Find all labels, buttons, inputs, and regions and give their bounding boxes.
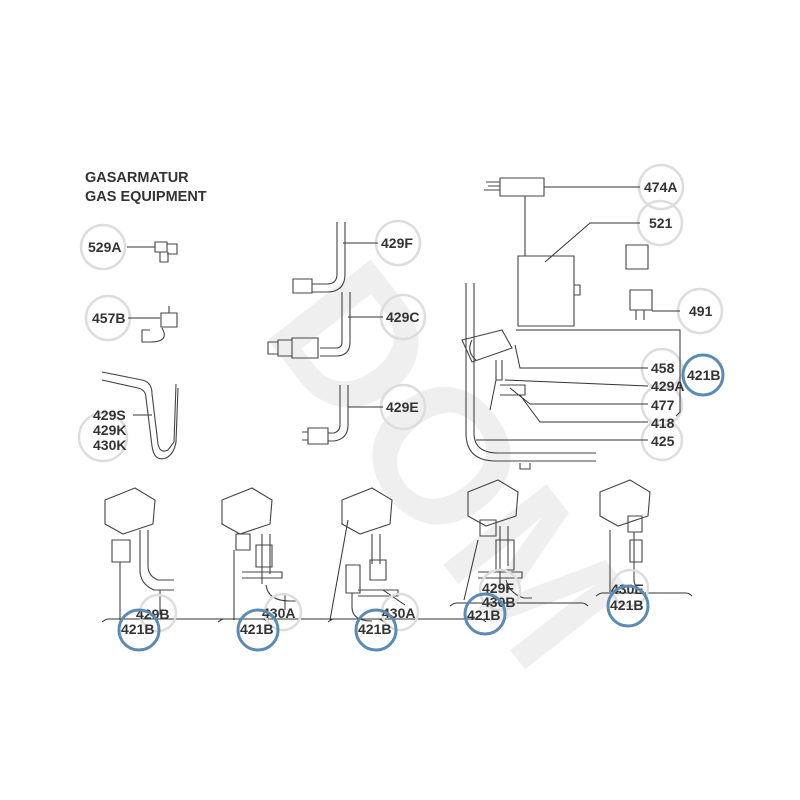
label-477[interactable]: 477 [651, 397, 675, 413]
part-491[interactable]: 491 [652, 287, 724, 335]
label-421B: 421B [240, 621, 273, 637]
watermark-text: DOM [228, 225, 668, 705]
watermark: DOM [228, 225, 668, 705]
label-429S: 429S [93, 407, 126, 423]
part-429F[interactable]: 429F [292, 219, 422, 294]
label-421B-3: 421B [358, 621, 391, 637]
part-429E[interactable]: 429E [302, 383, 427, 445]
label-430E: 430E [611, 581, 644, 597]
label-429A[interactable]: 429A [651, 378, 684, 394]
label-429F: 429F [381, 235, 413, 251]
label-430B: 430B [482, 594, 515, 610]
label-421B-5: 421B [610, 597, 643, 613]
label-491: 491 [689, 303, 713, 319]
title-line2: GAS EQUIPMENT [85, 189, 207, 205]
part-521[interactable]: 521 [544, 199, 684, 263]
label-521: 521 [649, 215, 673, 231]
label-429K: 429K [93, 422, 126, 438]
part-421B-assembly[interactable]: 421B [681, 353, 725, 397]
label-421B-4: 421B [467, 607, 500, 623]
variant-4[interactable]: 429F 430B 421B [449, 479, 589, 636]
label-421B: 421B [121, 621, 154, 637]
variant-1[interactable]: 429B 421B [101, 487, 269, 652]
label-430A: 430A [262, 605, 295, 621]
label-458[interactable]: 458 [651, 360, 675, 376]
part-457B[interactable]: 457B [84, 294, 178, 343]
label-429F: 429F [482, 580, 514, 596]
variant-5[interactable]: 430E 421B [595, 479, 693, 628]
variant-2[interactable]: 430A 421B [217, 487, 385, 652]
part-429S-429K-430K[interactable]: 429S 429K 430K [77, 371, 179, 463]
variant-3[interactable]: 430A 421B [327, 487, 487, 652]
label-429C: 429C [386, 309, 419, 325]
label-421B: 421B [687, 367, 720, 383]
assembly-labels: 458 429A 477 418 425 [476, 329, 684, 462]
label-418[interactable]: 418 [651, 415, 675, 431]
label-429E: 429E [386, 399, 419, 415]
part-529A[interactable]: 529A [79, 223, 178, 271]
label-425[interactable]: 425 [651, 433, 675, 449]
part-474A[interactable]: 474A [544, 163, 685, 211]
label-529A: 529A [88, 239, 121, 255]
part-429C[interactable]: 429C [267, 292, 427, 359]
label-457B: 457B [92, 310, 125, 326]
title-line1: GASARMATUR [85, 170, 189, 186]
label-474A: 474A [644, 179, 677, 195]
label-430K: 430K [93, 437, 126, 453]
assembly-main [461, 177, 653, 470]
